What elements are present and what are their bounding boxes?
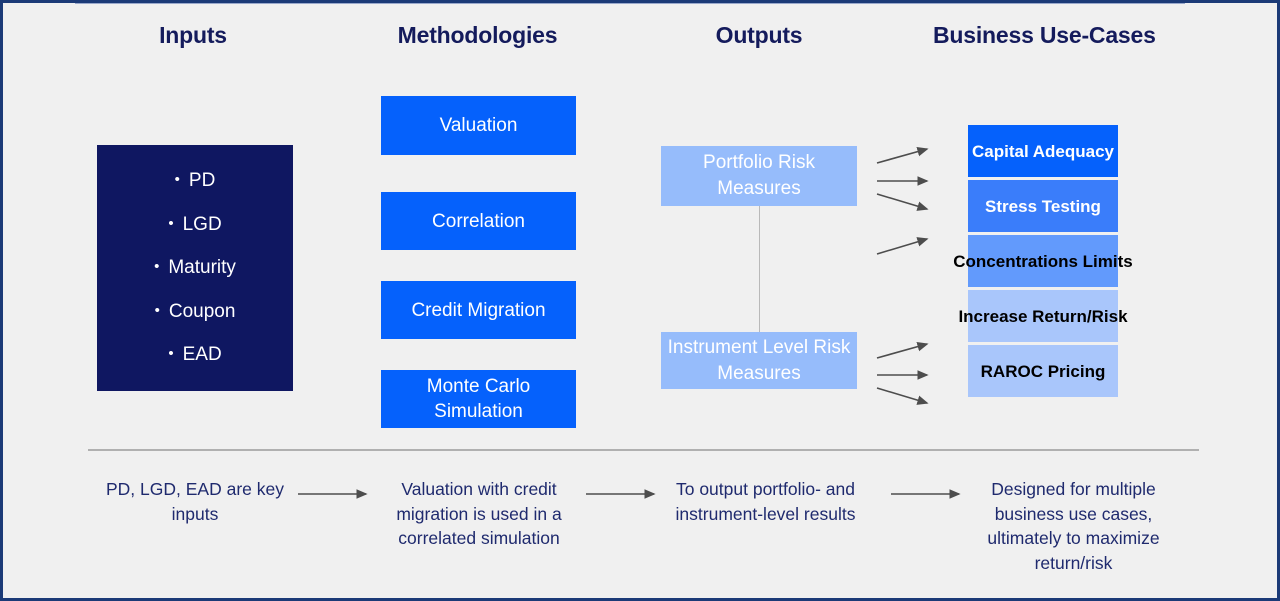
arrow-icon xyxy=(876,193,929,211)
caption-methodologies: Valuation with credit migration is used … xyxy=(396,479,562,548)
input-label: LGD xyxy=(182,213,222,235)
caption-arrow-icon xyxy=(891,489,961,499)
frame-top-highlight xyxy=(75,3,1185,4)
horizontal-divider xyxy=(88,449,1199,451)
input-list-item: • Maturity xyxy=(154,247,236,289)
input-label: Coupon xyxy=(168,300,236,322)
column-heading-use-cases: Business Use-Cases xyxy=(933,22,1156,48)
methodology-box-monte-carlo: Monte Carlo Simulation xyxy=(381,370,576,428)
arrow-icon xyxy=(876,341,929,359)
inputs-panel: • PD • LGD • Maturity • Coupon • EAD xyxy=(97,145,293,391)
output-box-portfolio-risk-measures: Portfolio Risk Measures xyxy=(661,146,857,206)
use-case-box-raroc-pricing: RAROC Pricing xyxy=(968,345,1118,397)
arrow-icon xyxy=(876,387,929,405)
caption-inputs: PD, LGD, EAD are key inputs xyxy=(106,479,284,524)
arrow-icon xyxy=(876,146,929,164)
use-case-box-increase-return-risk: Increase Return/Risk xyxy=(958,290,1128,342)
use-case-box-concentrations-limits: Concentrations Limits xyxy=(953,235,1133,287)
input-list-item: • LGD xyxy=(168,204,221,246)
bullet-icon: • xyxy=(154,301,160,319)
input-list-item: • PD xyxy=(175,160,216,202)
input-label: Maturity xyxy=(168,257,236,279)
input-list-item: • Coupon xyxy=(155,291,236,333)
arrow-group-instrument-to-use-cases xyxy=(876,341,929,405)
column-heading-methodologies: Methodologies xyxy=(397,22,558,48)
methodology-box-correlation: Correlation xyxy=(381,192,576,250)
bullet-icon: • xyxy=(168,214,174,232)
caption-arrow-icon xyxy=(586,489,656,499)
bullet-icon: • xyxy=(174,171,180,189)
methodology-box-credit-migration: Credit Migration xyxy=(381,281,576,339)
input-label: PD xyxy=(188,170,216,192)
caption-outputs: To output portfolio- and instrument-leve… xyxy=(675,479,856,524)
output-connector-line xyxy=(759,206,760,332)
arrow-icon xyxy=(876,237,929,255)
bullet-icon: • xyxy=(154,258,160,276)
input-label: EAD xyxy=(182,344,222,366)
use-case-box-stress-testing: Stress Testing xyxy=(968,180,1118,232)
bullet-icon: • xyxy=(168,345,174,363)
arrow-group-portfolio-to-use-cases xyxy=(876,146,929,255)
caption-arrow-icon xyxy=(298,489,368,499)
column-heading-outputs: Outputs xyxy=(715,22,803,48)
use-case-box-capital-adequacy: Capital Adequacy xyxy=(968,125,1118,177)
methodology-box-valuation: Valuation xyxy=(381,96,576,155)
input-list-item: • EAD xyxy=(168,334,221,376)
output-box-instrument-level-risk-measures: Instrument Level Risk Measures xyxy=(661,332,857,389)
caption-use-cases: Designed for multiple business use cases… xyxy=(987,479,1160,573)
column-heading-inputs: Inputs xyxy=(159,22,227,48)
